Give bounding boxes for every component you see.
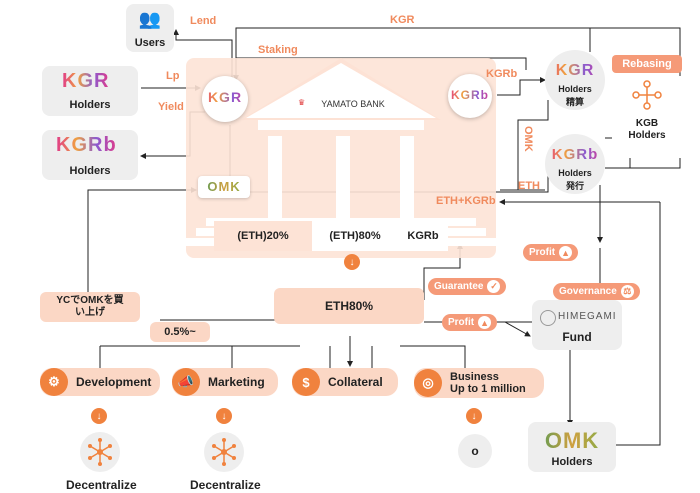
business-down-arrow-icon: ↓ — [466, 408, 482, 424]
himegami-fund-node: HIMEGAMI Fund — [532, 300, 622, 350]
development-label: Development — [76, 375, 152, 389]
omk-holders-logo: OMK — [528, 428, 616, 454]
decentralize-network-icon-2 — [212, 438, 236, 466]
kgrb-holders-node: KGRb Holders — [42, 130, 138, 180]
omk-token-logo: OMK — [198, 179, 250, 194]
profit-tag-bottom-label: Profit — [448, 317, 475, 328]
megaphone-icon: 📣 — [172, 368, 200, 396]
eth80-main-node: ETH80% — [274, 288, 424, 324]
kgr-logo: KGR — [62, 70, 110, 92]
kgrb-holders-label: Holders — [69, 165, 111, 177]
bank-down-arrow-icon: ↓ — [344, 254, 360, 270]
fund-label: Fund — [562, 330, 592, 344]
gear-icon: ⚙ — [40, 368, 68, 396]
decentralize-node-2 — [204, 432, 244, 472]
kgr-settlement-holders-node: KGR Holders 精算 — [545, 50, 605, 110]
money-bag-icon: $ — [292, 368, 320, 396]
himegami-logo-icon — [540, 310, 556, 326]
decentralize-node-1 — [80, 432, 120, 472]
kgrb-issuance-holders-node: KGRb Holders 発行 — [545, 134, 605, 194]
coins-icon: ◎ — [414, 369, 442, 397]
kgb-holders-node: KGB Holders — [612, 76, 682, 158]
yc-buyback-node: YCでOMKを買 い上げ — [40, 292, 140, 322]
himegami-label: HIMEGAMI — [558, 311, 617, 322]
bank-logo-icon: ♛ — [298, 98, 306, 107]
bank-name: YAMATO BANK — [321, 99, 385, 109]
development-pill: ⚙ Development — [40, 368, 160, 396]
profit-tag-bottom: Profit▲ — [442, 314, 498, 331]
omk-token-box: OMK — [198, 176, 250, 198]
kgr-settlement-holders-label: Holders — [558, 84, 592, 94]
profit-chart-icon-2: ▲ — [478, 316, 492, 329]
business-pill: ◎ Business Up to 1 million — [414, 368, 544, 398]
kgr-settlement-sub-label: 精算 — [565, 97, 584, 107]
marketing-pill: 📣 Marketing — [172, 368, 278, 396]
kgrb-issuance-sub-label: 発行 — [565, 181, 584, 191]
kgr-holders-node: KGR Holders — [42, 66, 138, 116]
edge-staking-label: Staking — [258, 44, 298, 56]
edge-yield-label: Yield — [158, 101, 184, 113]
bank-eth80: (ETH)80% — [312, 221, 398, 251]
users-node: 👥 Users — [126, 4, 174, 52]
kgb-holders-label: KGB Holders — [628, 118, 666, 141]
marketing-down-arrow-icon: ↓ — [216, 408, 232, 424]
guarantee-tag: Guarantee✓ — [428, 278, 507, 295]
collateral-label: Collateral — [328, 375, 383, 389]
edge-kgrb-label: KGRb — [486, 68, 518, 80]
edge-eth-label: ETH — [518, 180, 540, 192]
decentralize-label-2: Decentralize — [190, 478, 261, 492]
kgr-settlement-logo: KGR — [545, 62, 605, 80]
guarantee-tag-label: Guarantee — [434, 281, 484, 292]
decentralize-label-1: Decentralize — [66, 478, 137, 492]
edge-lend-label: Lend — [190, 15, 217, 27]
business-label: Business Up to 1 million — [450, 371, 526, 395]
omk-holders-label: Holders — [551, 456, 593, 468]
collateral-pill: $ Collateral — [292, 368, 398, 396]
marketing-label: Marketing — [208, 375, 265, 389]
governance-icon: ⚖ — [620, 285, 634, 298]
kgrb-token-logo: KGRb — [448, 88, 492, 102]
profit-tag-top: Profit▲ — [523, 244, 579, 261]
kgb-network-icon — [632, 80, 662, 110]
kgrb-token-circle: KGRb — [448, 74, 492, 118]
profit-chart-icon: ▲ — [559, 246, 573, 259]
edge-kgr-label: KGR — [390, 14, 415, 26]
shield-icon: ✓ — [487, 280, 501, 293]
rebasing-badge: Rebasing — [612, 55, 682, 73]
governance-tag-label: Governance — [559, 286, 617, 297]
percentage-node: 0.5%~ — [150, 322, 210, 342]
profit-tag-top-label: Profit — [529, 247, 556, 258]
governance-tag: Governance⚖ — [553, 283, 640, 300]
decentralize-network-icon — [88, 438, 112, 466]
omk-holders-node: OMK Holders — [528, 422, 616, 472]
edge-omk-label: OMK — [522, 126, 534, 152]
bank-kgrb: KGRb — [398, 221, 448, 251]
business-outcome-node: o — [458, 434, 492, 468]
bank-eth20: (ETH)20% — [214, 221, 312, 251]
users-icon: 👥 — [138, 8, 162, 29]
kgrb-logo: KGRb — [56, 134, 117, 156]
edge-lp-label: Lp — [166, 70, 180, 82]
development-down-arrow-icon: ↓ — [91, 408, 107, 424]
edge-eth-kgrb-label: ETH+KGRb — [436, 195, 496, 207]
kgrb-issuance-logo: KGRb — [545, 146, 605, 163]
kgr-holders-label: Holders — [69, 99, 111, 111]
kgr-token-logo: KGR — [202, 89, 248, 105]
users-label: Users — [134, 37, 166, 49]
kgrb-issuance-holders-label: Holders — [558, 168, 592, 178]
yamato-bank: YAMATO BANK ♛ (ETH)20% (ETH)80% KGRb — [186, 58, 496, 258]
kgr-token-circle: KGR — [202, 76, 248, 122]
